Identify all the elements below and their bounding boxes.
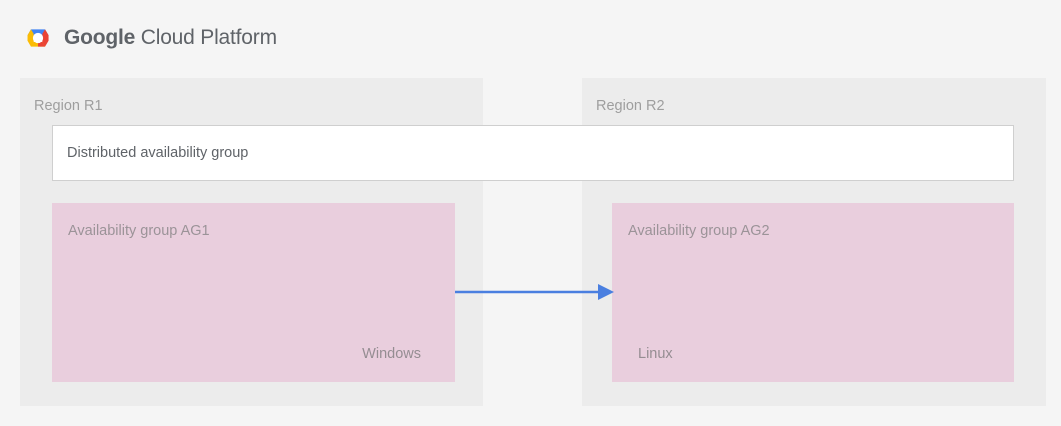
google-cloud-platform-hexagon-icon bbox=[27, 29, 49, 47]
availability-group-title-ag1: Availability group AG1 bbox=[68, 223, 210, 239]
availability-group-box-ag2: Availability group AG2 Linux bbox=[612, 203, 1014, 382]
brand-text-strong: Google bbox=[64, 26, 136, 49]
availability-group-os-ag2: Linux bbox=[638, 346, 673, 362]
brand-text-light: Cloud Platform bbox=[135, 26, 277, 49]
region-label-r2: Region R2 bbox=[596, 98, 665, 114]
gcp-brand: Google Cloud Platform bbox=[22, 19, 277, 57]
availability-group-os-ag1: Windows bbox=[362, 346, 421, 362]
distributed-availability-group-box: Distributed availability group bbox=[52, 125, 1014, 181]
replication-arrow-right-icon bbox=[455, 284, 614, 300]
availability-group-title-ag2: Availability group AG2 bbox=[628, 223, 770, 239]
distributed-availability-group-label: Distributed availability group bbox=[67, 145, 249, 161]
region-label-r1: Region R1 bbox=[34, 98, 103, 114]
brand-text: Google Cloud Platform bbox=[64, 26, 277, 50]
availability-group-box-ag1: Availability group AG1 Windows bbox=[52, 203, 455, 382]
